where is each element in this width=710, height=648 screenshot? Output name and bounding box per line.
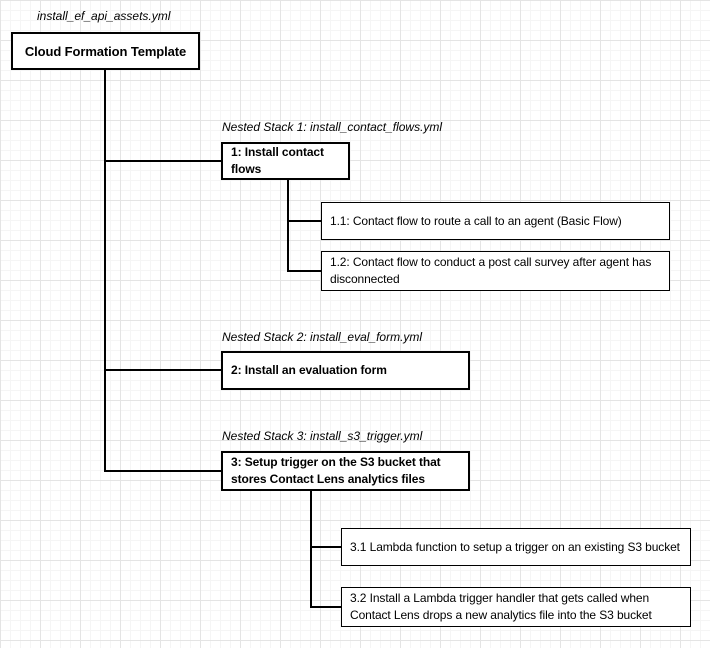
node-stack-3[interactable]: 3: Setup trigger on the S3 bucket that s… <box>221 451 470 491</box>
connector-branch-stack-1 <box>104 160 221 162</box>
connector-branch-child-1-1 <box>287 220 322 222</box>
node-stack-3-label: 3: Setup trigger on the S3 bucket that s… <box>231 455 441 486</box>
connector-branch-stack-2 <box>104 369 221 371</box>
node-child-3-1[interactable]: 3.1 Lambda function to setup a trigger o… <box>341 528 691 566</box>
node-cloud-formation-template[interactable]: Cloud Formation Template <box>11 32 200 70</box>
connector-branch-child-1-2 <box>287 270 322 272</box>
connector-branch-child-3-2 <box>310 606 342 608</box>
node-child-3-2-label: 3.2 Install a Lambda trigger handler tha… <box>350 591 652 622</box>
label-stack-1: Nested Stack 1: install_contact_flows.ym… <box>222 120 443 134</box>
node-stack-1-label: 1: Install contact flows <box>231 145 324 176</box>
label-stack-3: Nested Stack 3: install_s3_trigger.yml <box>222 429 423 443</box>
node-stack-1[interactable]: 1: Install contact flows <box>221 142 350 180</box>
node-stack-2-label: 2: Install an evaluation form <box>231 363 387 377</box>
connector-stack-3-trunk <box>310 491 312 608</box>
node-cloud-formation-template-label: Cloud Formation Template <box>24 43 187 59</box>
node-child-3-2[interactable]: 3.2 Install a Lambda trigger handler tha… <box>341 587 691 627</box>
connector-stack-1-trunk <box>287 180 289 272</box>
label-root-filename: install_ef_api_assets.yml <box>37 9 171 23</box>
node-stack-2[interactable]: 2: Install an evaluation form <box>221 351 470 390</box>
node-child-1-2-label: 1.2: Contact flow to conduct a post call… <box>330 255 652 286</box>
node-child-1-1-label: 1.1: Contact flow to route a call to an … <box>330 213 622 228</box>
connector-branch-stack-3 <box>104 470 221 472</box>
node-child-3-1-label: 3.1 Lambda function to setup a trigger o… <box>350 539 680 554</box>
node-child-1-2[interactable]: 1.2: Contact flow to conduct a post call… <box>321 251 670 291</box>
connector-branch-child-3-1 <box>310 546 342 548</box>
node-child-1-1[interactable]: 1.1: Contact flow to route a call to an … <box>321 202 670 240</box>
label-stack-2: Nested Stack 2: install_eval_form.yml <box>222 330 423 344</box>
connector-main-trunk <box>104 70 106 472</box>
